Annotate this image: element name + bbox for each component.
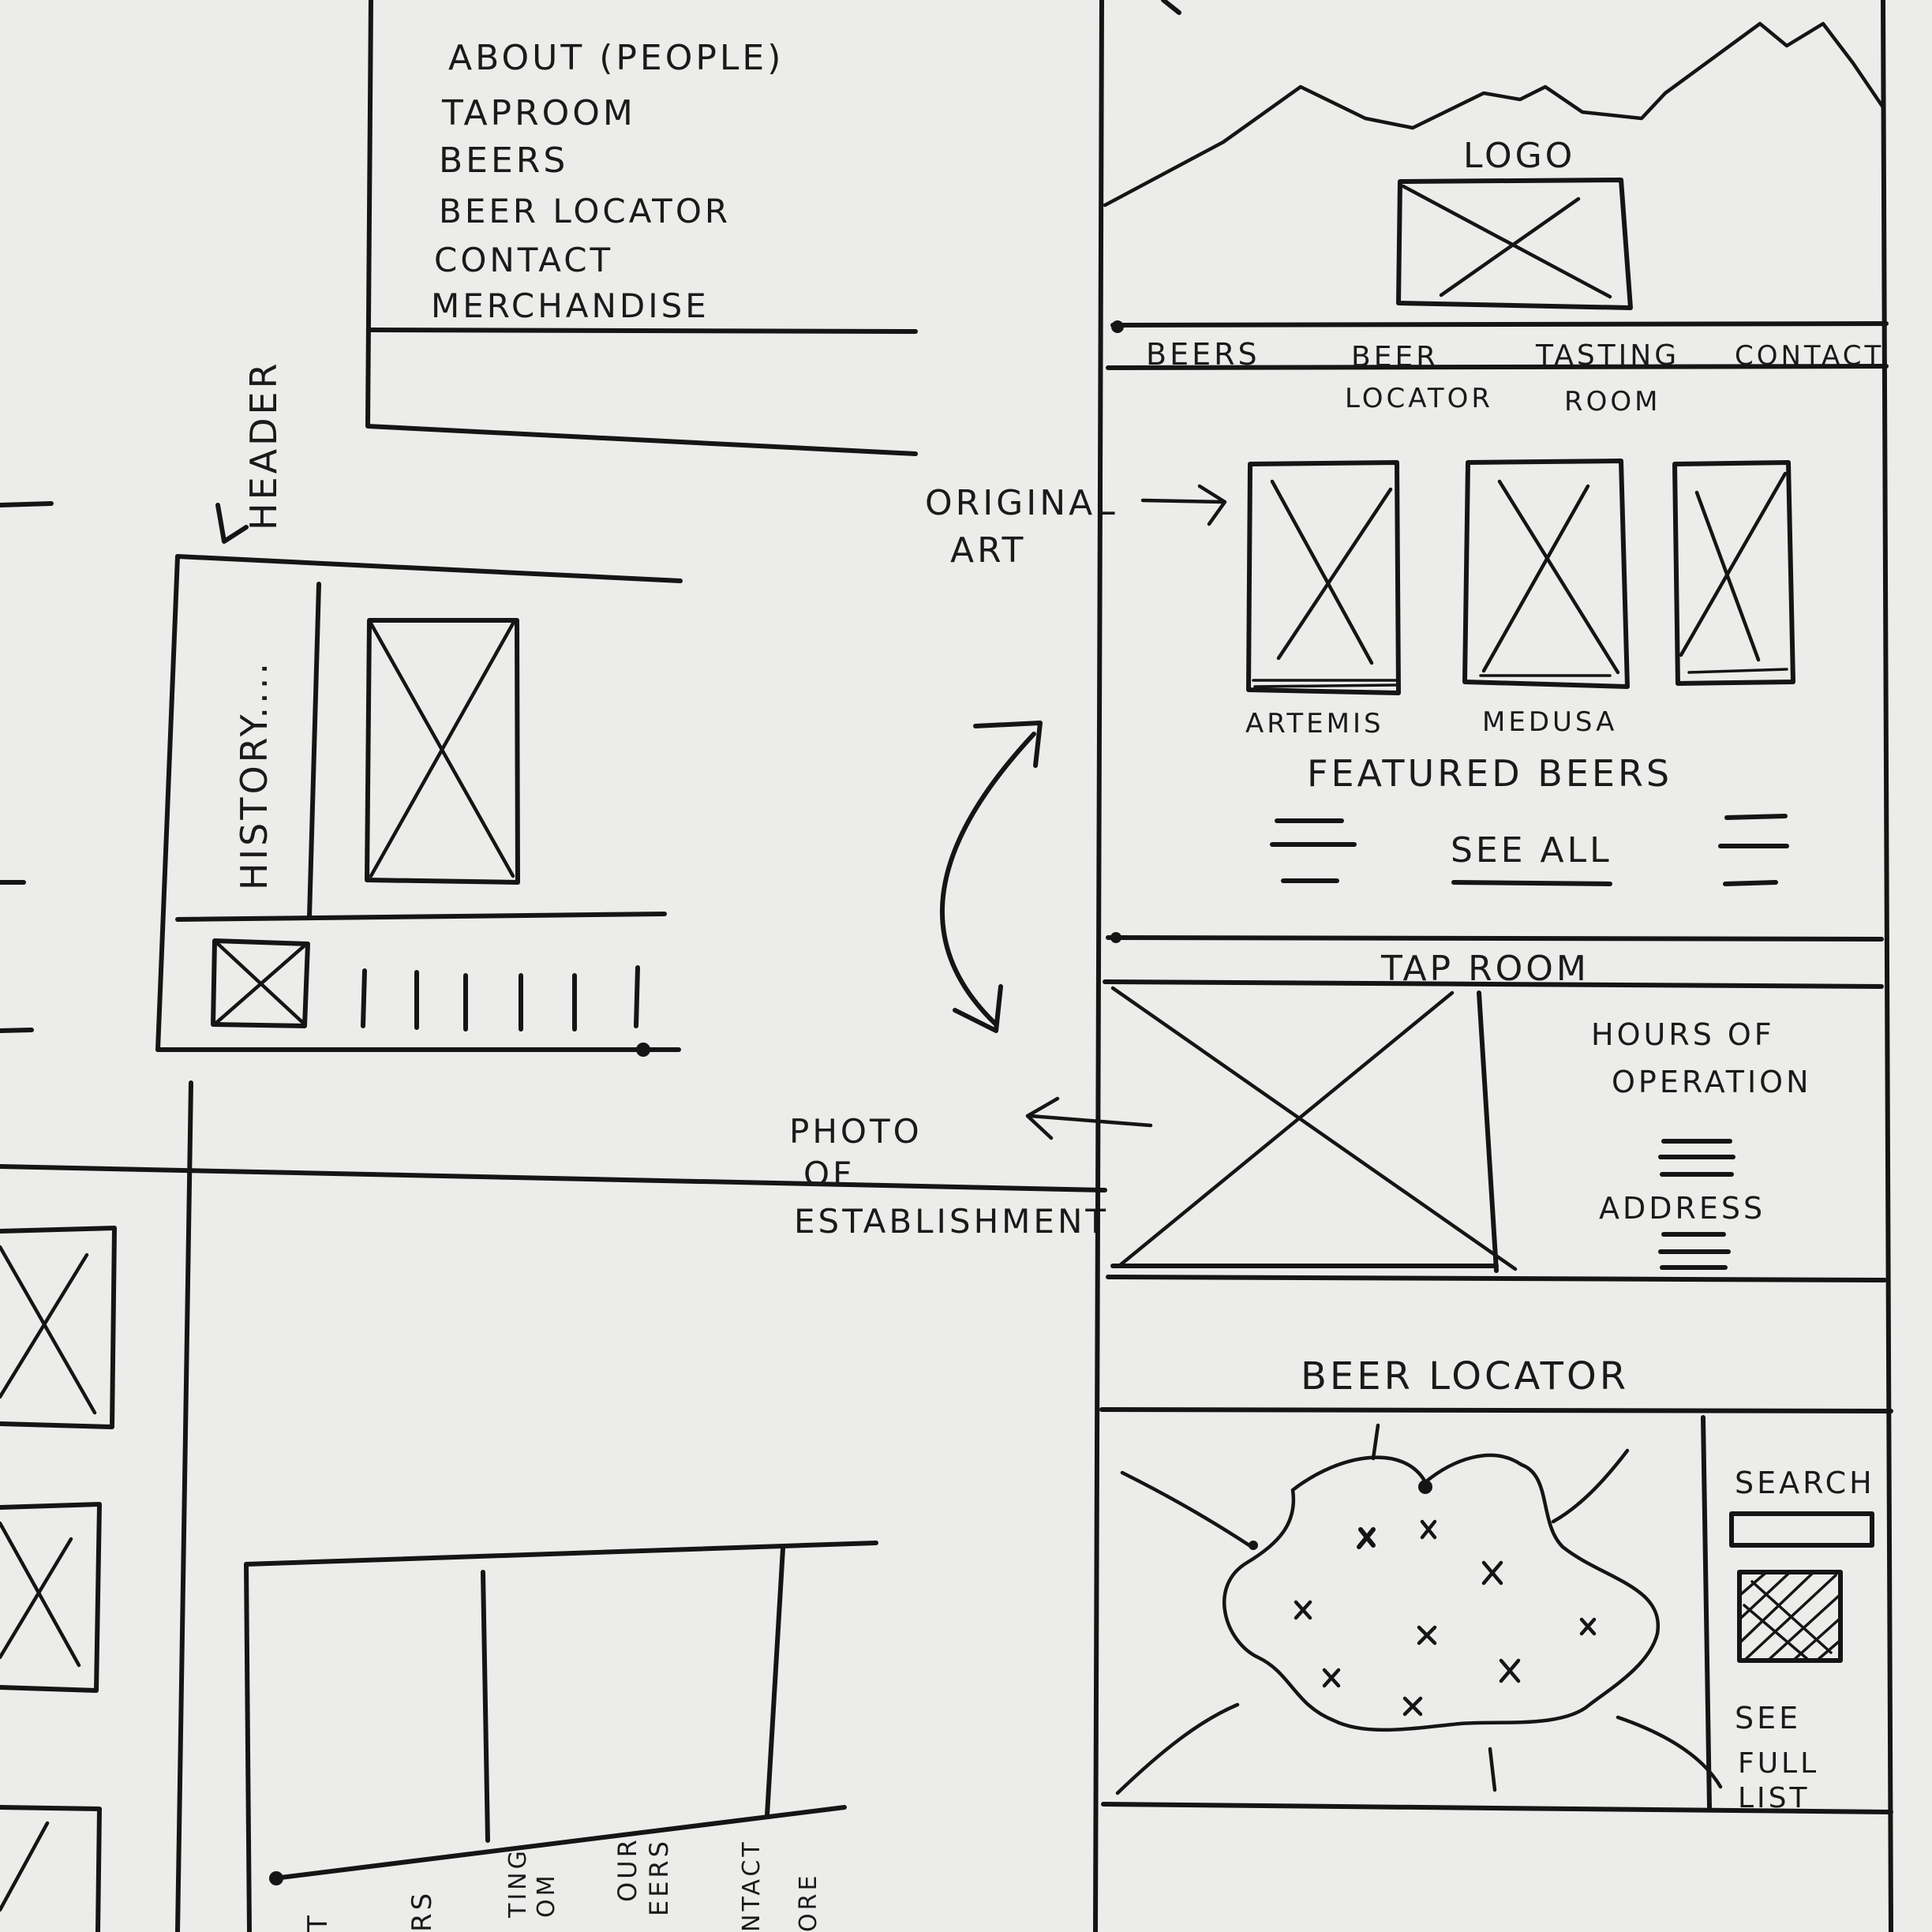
featured-text-lines-left: [1272, 821, 1354, 881]
nav-tasting-room-line1: Tasting: [1535, 339, 1679, 372]
beer-art-placeholder-1: [1249, 462, 1398, 693]
featured-text-lines-right: [1720, 816, 1787, 884]
menu-divider: [371, 330, 915, 331]
history-label: History....: [233, 660, 275, 890]
original-art-annotation: Original Art: [925, 483, 1225, 571]
menu-item-about: About (people): [448, 38, 784, 78]
lower-left-image-placeholders: [0, 1228, 114, 1932]
right-frame-left-edge: [1095, 0, 1102, 1932]
menu-item-beers: Beers: [439, 140, 568, 181]
see-full-list-line3[interactable]: List: [1738, 1782, 1810, 1814]
bottom-nav-fragment: rs: [406, 1890, 438, 1932]
bottom-nav-fragment: our: [612, 1837, 642, 1902]
left-sidebar-divider: [309, 584, 319, 917]
bottom-nav-fragment: om: [533, 1873, 560, 1919]
nav-beer-locator-line1: Beer: [1351, 341, 1439, 373]
see-full-list-line2[interactable]: Full: [1738, 1747, 1819, 1780]
photo-arrow: [1031, 1116, 1151, 1125]
lower-frame-sketch: t rs ting om our eers ntact ore: [246, 1543, 876, 1932]
featured-beers-title: Featured Beers: [1307, 752, 1672, 795]
pen-dot: [269, 1871, 283, 1885]
address-text-lines: [1661, 1234, 1728, 1267]
beer-name-medusa: Medusa: [1482, 706, 1617, 738]
photo-label-line1: Photo: [789, 1112, 923, 1151]
map-location-markers: [1296, 1522, 1594, 1714]
header-label: Header: [242, 360, 285, 530]
beer-locator-title: Beer Locator: [1301, 1354, 1629, 1398]
original-art-label-line2: Art: [950, 530, 1026, 571]
bottom-nav-fragment: t: [302, 1912, 334, 1932]
photo-label-line3: Establishment: [794, 1202, 1109, 1241]
lower-frame-divider: [767, 1548, 783, 1815]
lower-frame-left: [246, 1564, 249, 1932]
beer-art-placeholder-2: [1465, 461, 1627, 687]
logo-placeholder: [213, 941, 308, 1026]
see-all-link[interactable]: See All: [1451, 830, 1612, 871]
left-wireframe: Header History....: [158, 360, 680, 1057]
menu-item-beer-locator: Beer Locator: [439, 192, 731, 230]
original-art-arrow: [1143, 500, 1223, 502]
search-button[interactable]: [1739, 1572, 1840, 1661]
original-art-arrowhead: [1200, 486, 1225, 524]
nav-beer-locator-line2: Locator: [1345, 383, 1493, 414]
menu-item-merchandise: Merchandise: [431, 286, 710, 325]
nav-top-line: [1113, 324, 1886, 325]
nav-beers: Beers: [1146, 337, 1260, 372]
menu-item-contact: Contact: [434, 241, 613, 279]
pen-dot: [1110, 932, 1121, 943]
taproom-photo-placeholder: [1113, 988, 1515, 1271]
pen-dot: [636, 1043, 650, 1057]
hours-label-line2: Operation: [1612, 1065, 1812, 1099]
left-side-line: [158, 556, 178, 1050]
nav-contact: Contact: [1735, 340, 1884, 372]
right-wireframe: Logo Beers Beer Locator Tasting Room Con…: [1095, 0, 1891, 1932]
bottom-nav-fragment: eers: [644, 1838, 674, 1916]
search-input[interactable]: [1732, 1514, 1872, 1545]
left-footer-divider: [178, 914, 665, 919]
bottom-nav-fragment: ntact: [738, 1839, 766, 1932]
beer-name-artemis: Artemis: [1245, 708, 1384, 739]
edge-fragment: [0, 1030, 32, 1031]
photo-label-line2: of: [803, 1155, 855, 1193]
nav-tasting-room-line2: Room: [1564, 386, 1661, 417]
menu-item-taproom: Taproom: [441, 93, 636, 133]
image-placeholder: [367, 620, 518, 882]
search-label: Search: [1735, 1466, 1875, 1500]
nav-placeholder-ticks: [363, 968, 638, 1029]
mountain-skyline: [1105, 24, 1883, 205]
pen-dot: [1111, 320, 1124, 333]
bottom-nav-fragment: ore: [795, 1873, 822, 1932]
locator-sidebar-divider: [1703, 1417, 1709, 1807]
right-frame-right-edge: [1883, 0, 1891, 1932]
lower-left-vertical-line: [178, 1083, 191, 1932]
bottom-nav-fragment: ting: [504, 1848, 532, 1919]
address-label: Address: [1599, 1191, 1765, 1226]
lower-horizontal-line: [0, 1166, 1105, 1190]
see-all-underline: [1454, 882, 1610, 884]
see-full-list-line1[interactable]: See: [1735, 1701, 1801, 1735]
curved-swap-arrow: [942, 723, 1040, 1031]
beer-art-placeholder-3: [1675, 462, 1793, 683]
hours-label-line1: Hours of: [1591, 1017, 1775, 1052]
logo-label: Logo: [1463, 136, 1575, 176]
locator-top-line: [1102, 1410, 1891, 1411]
original-art-label-line1: Original: [925, 483, 1118, 523]
locator-map: [1118, 1425, 1720, 1793]
taproom-section-bottom: [1108, 1277, 1885, 1280]
logo-placeholder: [1398, 180, 1631, 308]
lower-frame-divider: [483, 1572, 488, 1840]
taproom-title-line: [1105, 982, 1881, 987]
taproom-section-top: [1108, 938, 1881, 939]
left-top-line: [178, 556, 680, 581]
edge-fragment: [0, 504, 51, 505]
map-region-outline: [1224, 1455, 1658, 1730]
menu-sketch: About (people) Taproom Beers Beer Locato…: [368, 0, 915, 454]
hours-text-lines: [1661, 1141, 1733, 1174]
top-fragment: [1163, 0, 1179, 13]
